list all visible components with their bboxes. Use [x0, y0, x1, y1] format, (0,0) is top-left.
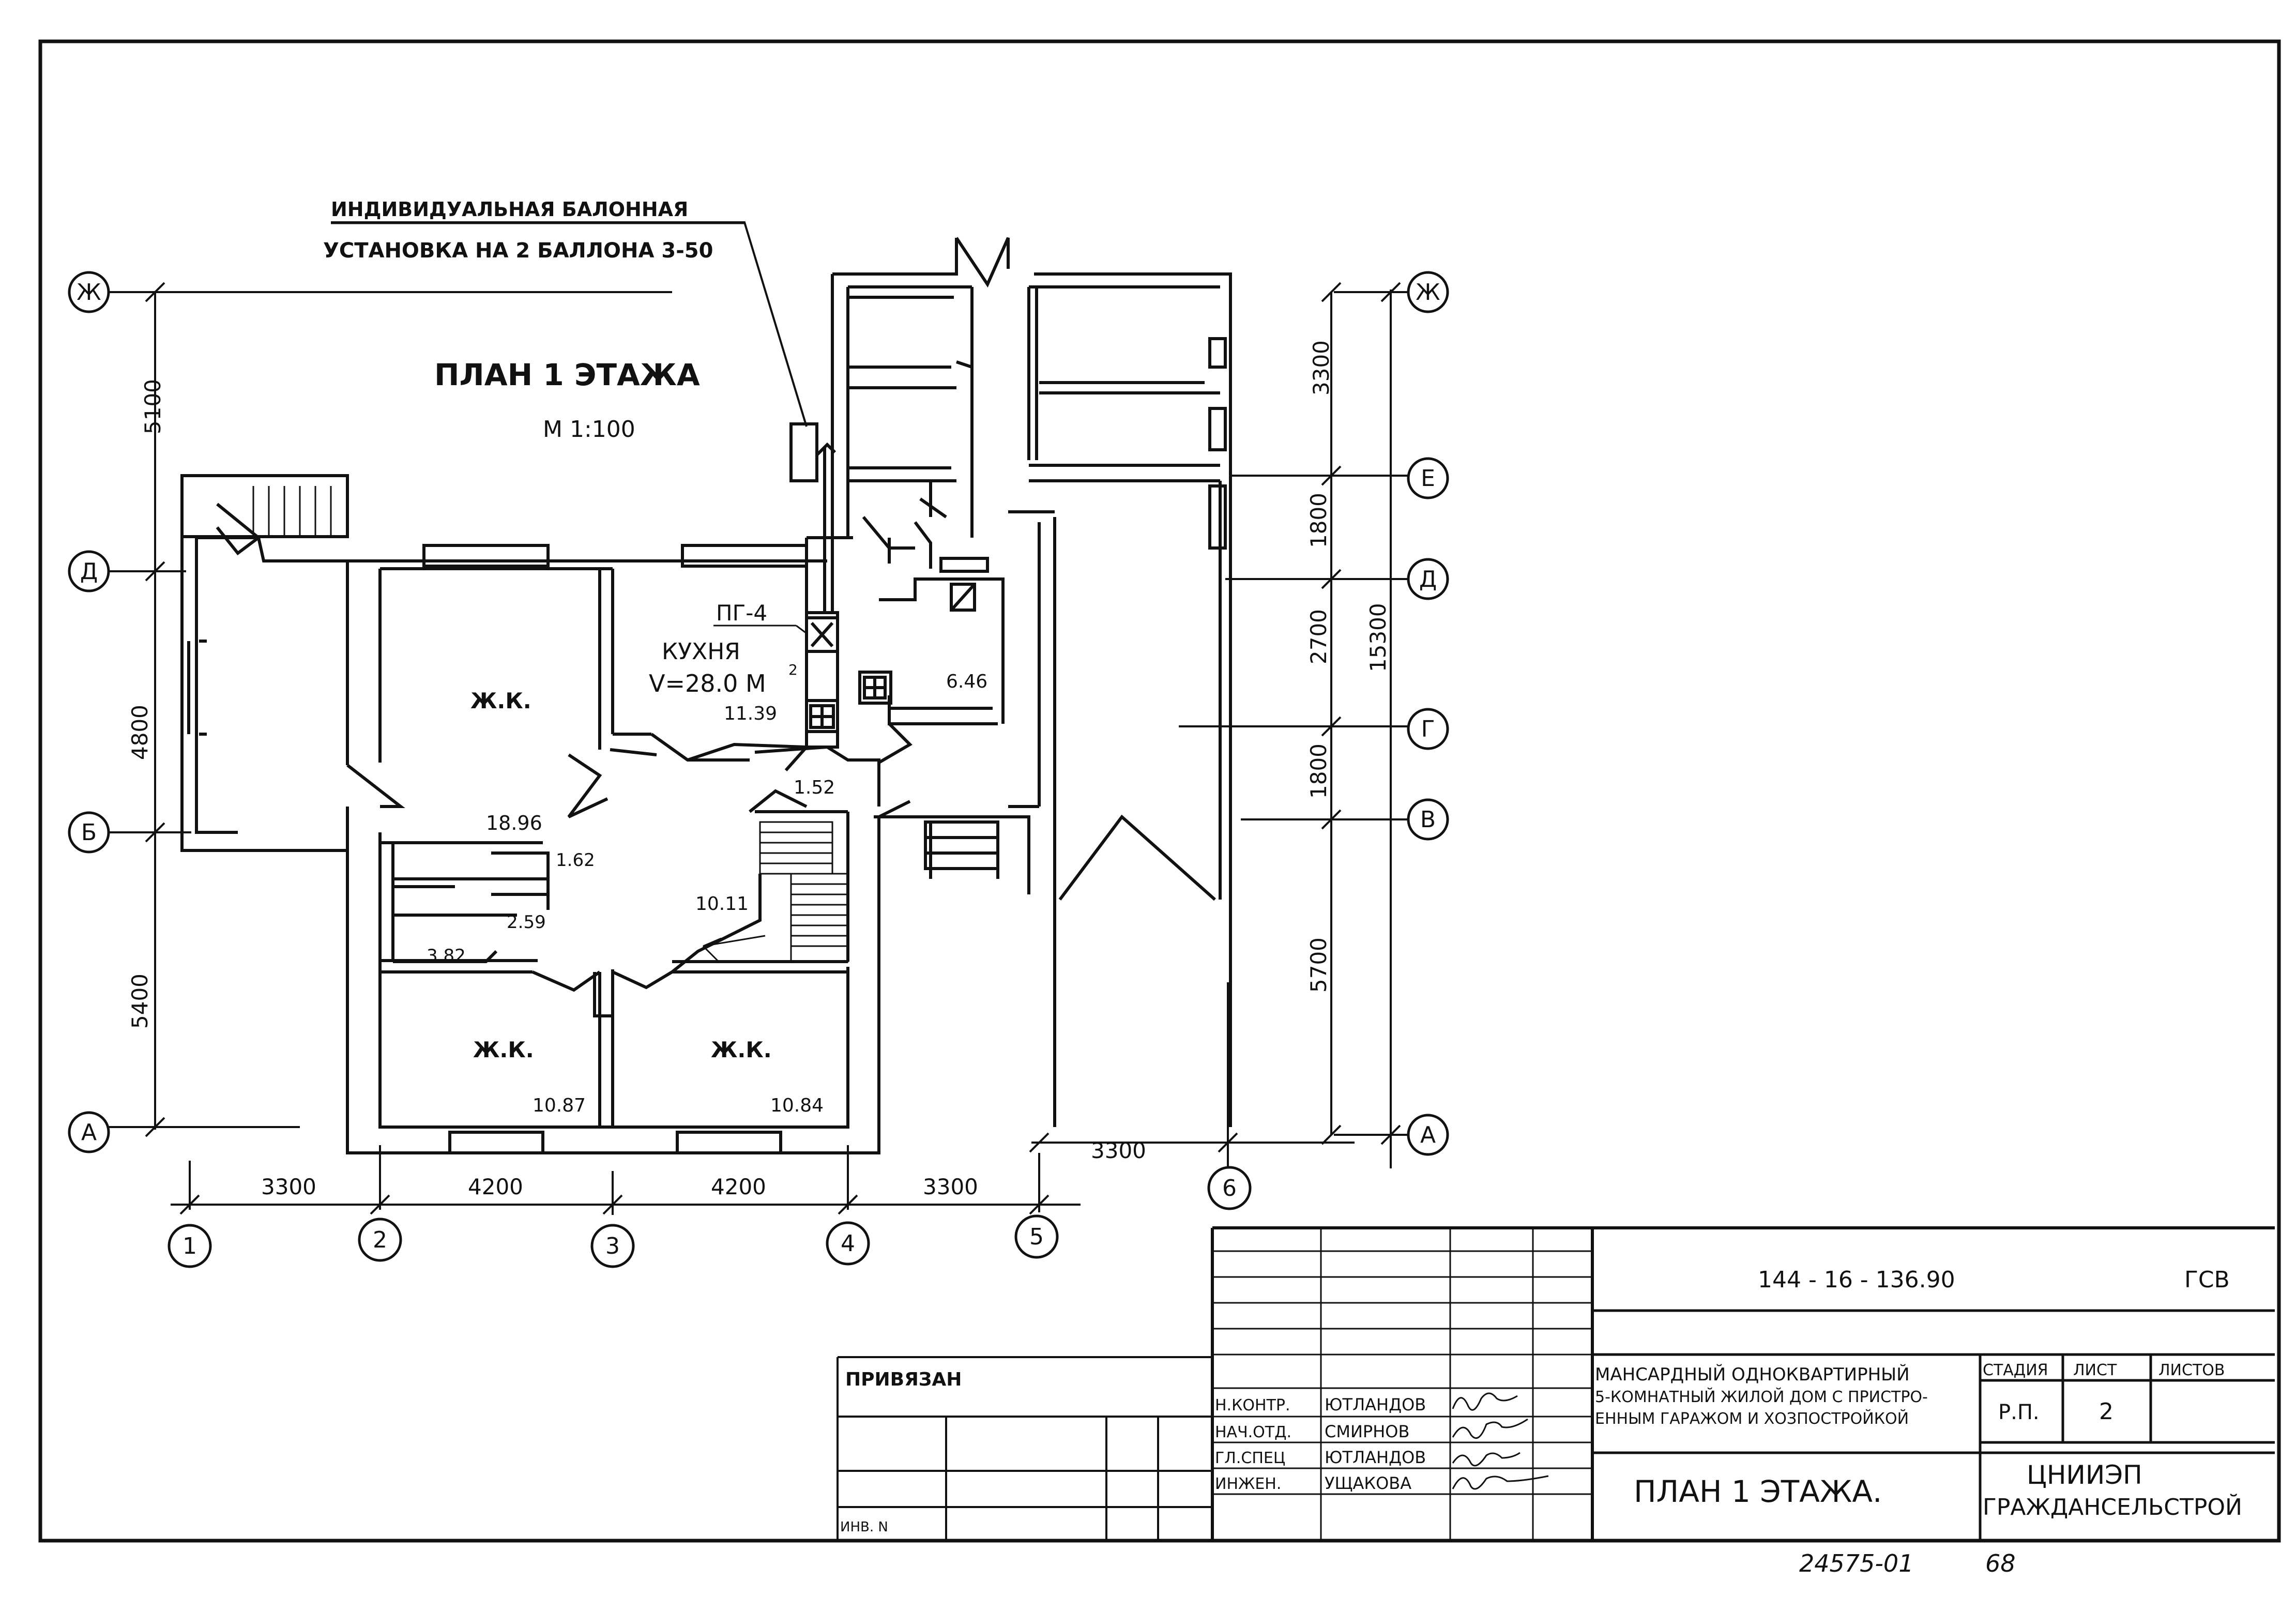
dim-garage-3300: 3300	[1091, 1138, 1146, 1163]
name-chief-spec: ЮТЛАНДОВ	[1325, 1448, 1426, 1467]
axis-col-4: 4	[841, 1230, 855, 1257]
sheet-title: ПЛАН 1 ЭТАЖА.	[1634, 1474, 1882, 1509]
drawing-section: ГСВ	[2184, 1267, 2230, 1293]
drawing-code: 144 - 16 - 136.90	[1758, 1267, 1955, 1293]
kitchen-device-label: ПГ-4	[716, 600, 767, 626]
area-stair: 10.11	[695, 893, 749, 915]
area-bath: 2.59	[507, 912, 546, 933]
kitchen-name: КУХНЯ	[662, 638, 740, 665]
dimension-lines	[109, 282, 1427, 1215]
dim-right-3300: 3300	[1309, 340, 1334, 396]
axis-row-d-left: Д	[80, 558, 98, 585]
role-norm-control: Н.КОНТР.	[1215, 1396, 1290, 1415]
kitchen-volume-sup: 2	[788, 661, 798, 678]
role-engineer: ИНЖЕН.	[1215, 1475, 1281, 1493]
axis-row-d-right: Д	[1419, 566, 1437, 592]
axis-col-3: 3	[605, 1233, 620, 1259]
area-utility: 6.46	[946, 671, 987, 692]
dim-right-5700: 5700	[1306, 937, 1331, 993]
org-name-line1: ЦНИИЭП	[2027, 1460, 2142, 1490]
axis-row-zh-left: Ж	[77, 279, 101, 306]
archive-number: 24575-01	[1799, 1549, 1913, 1577]
sheet-value: 2	[2099, 1398, 2113, 1425]
project-name-line2: 5-КОМНАТНЫЙ ЖИЛОЙ ДОМ С ПРИСТРО-	[1595, 1388, 1928, 1406]
axis-row-v-right: В	[1420, 807, 1436, 833]
axis-row-zh-right: Ж	[1416, 279, 1440, 306]
room-living-top: Ж.К.	[470, 688, 531, 713]
dim-bottom-4200-b: 4200	[711, 1174, 766, 1199]
kitchen-device-leader	[796, 625, 807, 634]
dimension-text: 5100 4800 5400 3300 4200 4200 3300 3300 …	[127, 340, 1391, 1199]
dim-left-4800: 4800	[127, 705, 153, 760]
axis-row-b-left: Б	[81, 819, 97, 846]
dim-bottom-3300-b: 3300	[923, 1174, 978, 1199]
dim-left-5400: 5400	[127, 974, 153, 1029]
sheet-header: ЛИСТ	[2073, 1361, 2117, 1379]
bound-label: ПРИВЯЗАН	[845, 1369, 962, 1390]
project-name-line3: ЕННЫМ ГАРАЖОМ И ХОЗПОСТРОЙКОЙ	[1595, 1409, 1909, 1428]
role-chief-spec: ГЛ.СПЕЦ	[1215, 1449, 1285, 1467]
page-number: 68	[1985, 1549, 2016, 1577]
gas-note-leader	[331, 221, 808, 427]
project-name-line1: МАНСАРДНЫЙ ОДНОКВАРТИРНЫЙ	[1595, 1364, 1910, 1385]
axis-col-5: 5	[1029, 1224, 1044, 1250]
axis-row-e-right: Е	[1421, 465, 1435, 492]
area-bedroom-left: 10.87	[533, 1095, 586, 1116]
dim-right-total-15300: 15300	[1365, 603, 1391, 672]
walls	[180, 237, 1232, 1154]
gas-note-line1: ИНДИВИДУАЛЬНАЯ БАЛОННАЯ	[331, 198, 688, 221]
kitchen-volume: V=28.0 М	[649, 670, 766, 697]
area-kitchen: 11.39	[724, 703, 777, 724]
plan-title: ПЛАН 1 ЭТАЖА	[434, 357, 700, 392]
axis-bubble-labels: Ж Д Б А Ж Е Д Г В А 1 2 3 4 5 6	[77, 279, 1440, 1259]
inventory-label: ИНВ. N	[840, 1519, 888, 1535]
sheet-frame	[38, 39, 2281, 1543]
role-dept-head: НАЧ.ОТД.	[1215, 1423, 1291, 1441]
stage-value: Р.П.	[1998, 1401, 2040, 1424]
name-norm-control: ЮТЛАНДОВ	[1325, 1395, 1426, 1415]
gas-note-line2: УСТАНОВКА НА 2 БАЛЛОНА 3-50	[323, 239, 713, 263]
room-living-bottom-left: Ж.К.	[473, 1037, 534, 1062]
axis-col-6: 6	[1222, 1175, 1237, 1201]
dim-left-5100: 5100	[140, 379, 165, 434]
area-bedroom-right: 10.84	[770, 1095, 824, 1116]
axis-col-1: 1	[183, 1233, 197, 1259]
area-storage: 3.82	[427, 946, 466, 966]
plan-scale: М 1:100	[543, 416, 635, 443]
room-living-bottom-right: Ж.К.	[711, 1037, 772, 1062]
axis-bubbles	[68, 271, 1449, 1268]
sheets-header: ЛИСТОВ	[2158, 1361, 2225, 1379]
axis-row-g-right: Г	[1421, 716, 1435, 742]
dim-right-2700: 2700	[1306, 609, 1331, 664]
signatures	[1452, 1392, 1549, 1490]
org-name-line2: ГРАЖДАНСЕЛЬСТРОЙ	[1983, 1493, 2242, 1520]
axis-col-2: 2	[373, 1227, 387, 1253]
title-block	[837, 1226, 2275, 1540]
name-dept-head: СМИРНОВ	[1325, 1422, 1409, 1441]
area-hall: 18.96	[486, 812, 542, 834]
axis-row-a-right: А	[1420, 1122, 1436, 1148]
axis-row-a-left: А	[81, 1119, 97, 1146]
stage-header: СТАДИЯ	[1983, 1361, 2048, 1379]
dim-right-1800-a: 1800	[1306, 493, 1331, 548]
dim-bottom-4200-a: 4200	[468, 1174, 523, 1199]
area-wc: 1.62	[556, 850, 595, 871]
dim-right-1800-b: 1800	[1306, 743, 1331, 799]
area-corridor: 1.52	[794, 777, 835, 798]
name-engineer: УЩАКОВА	[1325, 1473, 1411, 1493]
dim-bottom-3300-a: 3300	[261, 1174, 316, 1199]
